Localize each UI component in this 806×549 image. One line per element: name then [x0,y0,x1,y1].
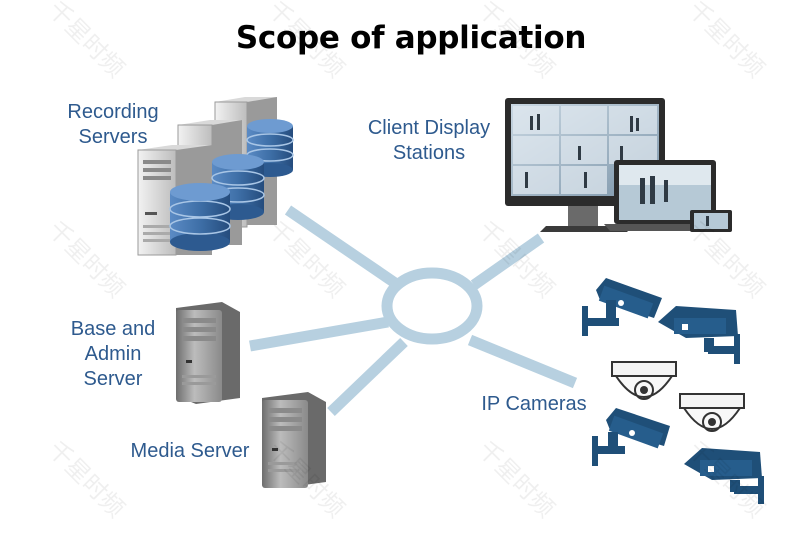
recording-servers-label: Recording Servers [67,101,159,148]
network-links [249,205,578,416]
link-media [327,338,408,416]
ip-cameras-label: IP Cameras [481,393,587,415]
tower-server-icon [262,392,326,488]
link-client [470,233,545,290]
dome-camera-icon [611,361,677,400]
link-base [249,316,389,352]
client-display-stations-label: Client Display Stations [367,117,491,164]
tower-server-icon [176,302,240,404]
bullet-camera-icon [658,306,740,364]
link-recording [284,205,402,290]
media-server-label: Media Server [130,440,250,462]
bullet-camera-icon [684,448,764,504]
tablet-icon [690,210,732,232]
recording-servers-icon [137,97,294,256]
base-admin-server-label: Base and Admin Server [70,318,156,390]
diagram-title: Scope of application [235,20,587,56]
database-icon [169,183,231,251]
link-cameras [467,334,578,389]
bullet-camera-icon [592,408,670,466]
network-hub [381,267,483,345]
bullet-camera-icon [582,278,662,336]
dome-camera-icon [679,393,745,432]
laptop-icon [604,160,726,231]
client-display-stations-icon [505,98,732,232]
ip-cameras-icon [582,278,764,504]
